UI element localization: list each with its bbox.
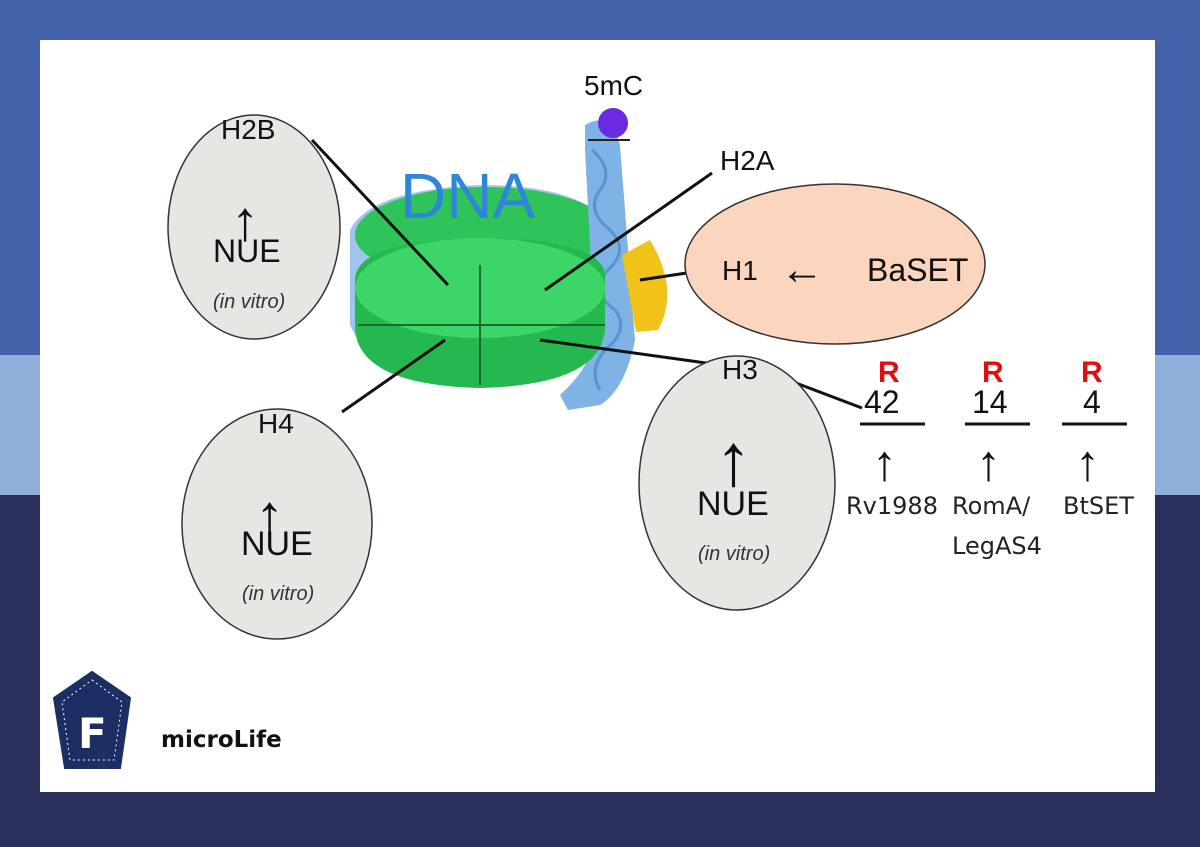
h3-arrow-icon: ↑ [715,418,752,501]
microlife-logo-text: microLife [161,727,282,753]
h3-ellipse [638,355,836,611]
h3-nue-group: H3 ↑ NUE (in vitro) [638,354,836,611]
h2b-label: H2B [221,114,275,145]
h1-label: H1 [722,255,758,286]
residue-42: R 42 ↑ Rv1988 [846,356,938,520]
nucleosome-core [355,238,606,388]
enzyme-label: BtSET [1063,492,1134,520]
h2a-label: H2A [720,145,775,176]
residue-letter: R [982,356,1004,389]
histone-modification-diagram: DNA 5mC H2B [52,70,1134,769]
h3-in-vitro-label: (in vitro) [698,543,770,565]
pentagon-f-logo-icon: F [52,670,132,769]
h2b-ellipse [167,114,341,340]
h4-arrow-icon: ↑ [255,483,284,548]
residue-14: R 14 ↑ RomA/ LegAS4 [952,356,1042,560]
enzyme-label-line2: LegAS4 [952,532,1042,560]
h2b-nue-group: H2B ↑ NUE (in vitro) [167,114,341,340]
slide: DNA 5mC H2B [40,40,1155,792]
h4-nue-group: H4 ↑ NUE (in vitro) [181,408,373,640]
h1-left-arrow-icon: ← [780,245,824,294]
residue-position: 4 [1083,384,1101,420]
h1-tail [622,240,668,332]
h4-label: H4 [258,408,294,439]
enzyme-label-line1: RomA/ [952,492,1031,520]
residue-letter: R [878,356,900,389]
h4-nue-label: NUE [241,525,313,563]
residue-arrow-icon: ↑ [976,435,1001,491]
residue-arrow-icon: ↑ [1075,435,1100,491]
h4-in-vitro-label: (in vitro) [242,583,314,605]
h4-ellipse [181,408,373,640]
5mc-mark [598,108,628,138]
h2b-nue-label: NUE [213,233,281,269]
residue-letter: R [1081,356,1103,389]
h3-label: H3 [722,354,758,385]
h3-nue-label: NUE [697,485,769,523]
residue-4: R 4 ↑ BtSET [1062,356,1134,520]
baset-ellipse [684,183,986,345]
h1-baset-group: H1 ← BaSET [684,183,986,345]
residue-position: 14 [972,384,1008,420]
h2b-arrow-icon: ↑ [231,189,259,252]
residue-arrow-icon: ↑ [872,435,897,491]
svg-text:F: F [78,709,107,758]
5mc-label: 5mC [584,70,643,101]
enzyme-label: Rv1988 [846,492,938,520]
baset-label: BaSET [867,252,968,288]
h2b-in-vitro-label: (in vitro) [213,291,285,313]
dna-label: DNA [400,160,535,232]
residue-position: 42 [864,384,900,420]
